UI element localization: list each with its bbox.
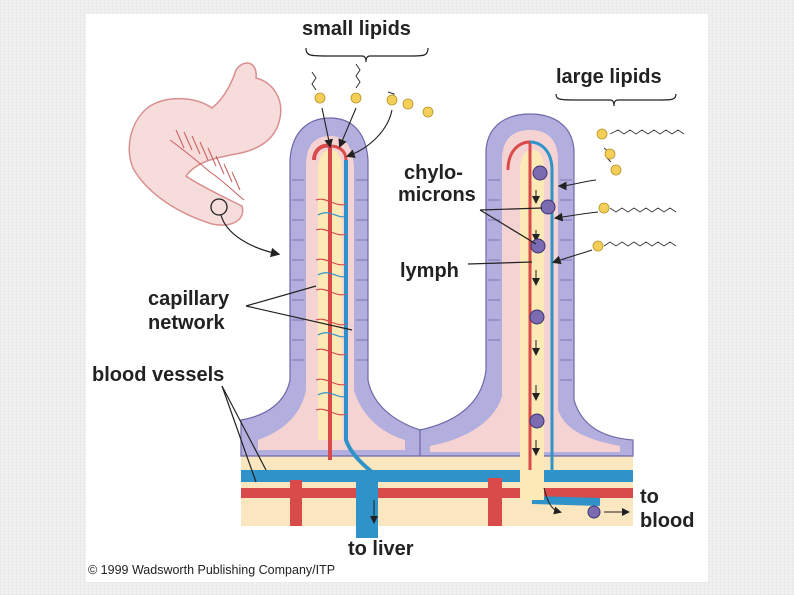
label-large-lipids: large lipids	[556, 66, 662, 88]
submucosa-base	[241, 456, 633, 538]
copyright-notice: © 1999 Wadsworth Publishing Company/ITP	[88, 563, 336, 577]
label-leaders	[221, 47, 677, 483]
stomach-intestine-illustration	[128, 62, 282, 258]
chylomicrons	[529, 165, 601, 519]
label-blood-vessels: blood vessels	[92, 364, 225, 386]
label-small-lipids: small lipids	[302, 18, 411, 40]
label-capillary-line1: capillary	[148, 288, 230, 310]
left-villus	[240, 117, 421, 474]
label-lymph: lymph	[400, 260, 459, 282]
label-chylomicrons-line1: chylo-	[404, 162, 463, 184]
label-to-blood-line2: blood	[640, 510, 695, 532]
label-capillary-line2: network	[148, 312, 225, 334]
label-to-liver: to liver	[348, 538, 414, 560]
label-to-blood-line1: to	[640, 486, 659, 508]
lipid-molecules	[311, 63, 685, 265]
label-chylomicrons-line2: microns	[398, 184, 476, 206]
